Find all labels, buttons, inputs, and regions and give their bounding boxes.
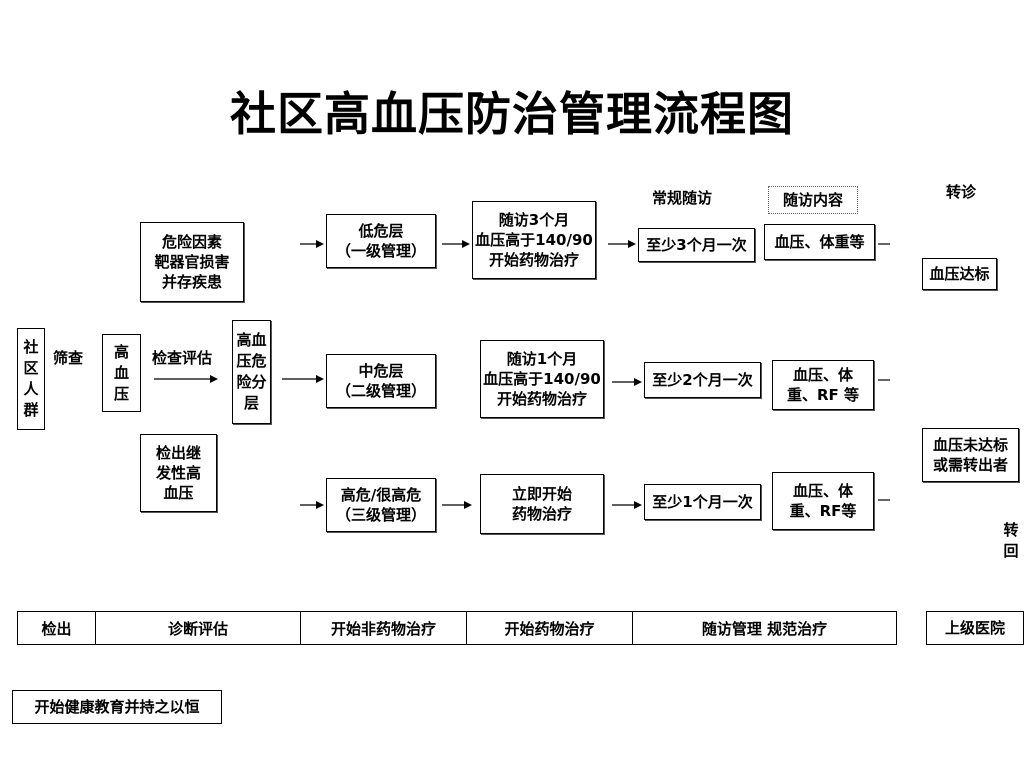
low-risk-plan-box: 随访3个月 血压高于140/90 开始药物治疗 <box>472 201 596 279</box>
high-risk-frequency-box: 至少1个月一次 <box>644 484 761 520</box>
bp-controlled-box: 血压达标 <box>922 258 997 290</box>
refer-back-label: 转 回 <box>1003 521 1019 560</box>
low-risk-box: 低危层 （一级管理） <box>326 214 436 268</box>
flow-step-diagnosis: 诊断评估 <box>96 612 301 644</box>
flow-step-nondrug-treatment: 开始非药物治疗 <box>301 612 467 644</box>
header-routine-followup: 常规随访 <box>652 189 713 207</box>
low-risk-frequency-box: 至少3个月一次 <box>638 228 755 262</box>
diagram-title: 社区高血压防治管理流程图 <box>230 87 794 141</box>
high-risk-plan-box: 立即开始 药物治疗 <box>480 474 604 534</box>
medium-risk-box: 中危层 （二级管理） <box>326 354 436 408</box>
bp-uncontrolled-box: 血压未达标 或需转出者 <box>922 428 1019 482</box>
health-education-box: 开始健康教育并持之以恒 <box>12 690 222 724</box>
medium-risk-content-box: 血压、体 重、RF 等 <box>772 360 874 410</box>
risk-stratification-box: 高血 压危 险分 层 <box>232 320 271 424</box>
medium-risk-plan-box: 随访1个月 血压高于140/90 开始药物治疗 <box>480 340 604 418</box>
low-risk-content-box: 血压、体重等 <box>764 224 875 260</box>
high-risk-content-box: 血压、体 重、RF等 <box>772 472 874 530</box>
secondary-hypertension-box: 检出继 发性高 血压 <box>140 434 217 512</box>
screening-label: 筛查 <box>53 349 84 367</box>
superior-hospital-box: 上级医院 <box>926 611 1024 645</box>
process-flow-bar: 检出 诊断评估 开始非药物治疗 开始药物治疗 随访管理 规范治疗 <box>17 611 897 645</box>
flow-step-drug-treatment: 开始药物治疗 <box>467 612 633 644</box>
header-referral: 转诊 <box>946 183 977 201</box>
flow-step-detection: 检出 <box>18 612 96 644</box>
hypertension-box: 高 血 压 <box>102 334 141 412</box>
community-population-box: 社 区 人 群 <box>17 328 45 430</box>
flow-step-followup: 随访管理 规范治疗 <box>701 619 828 638</box>
header-followup-content: 随访内容 <box>768 186 858 214</box>
risk-factors-box: 危险因素 靶器官损害 并存疾患 <box>140 222 244 302</box>
medium-risk-frequency-box: 至少2个月一次 <box>644 362 761 398</box>
high-risk-box: 高危/很高危 （三级管理） <box>326 478 436 532</box>
check-assessment-label: 检查评估 <box>152 349 213 367</box>
